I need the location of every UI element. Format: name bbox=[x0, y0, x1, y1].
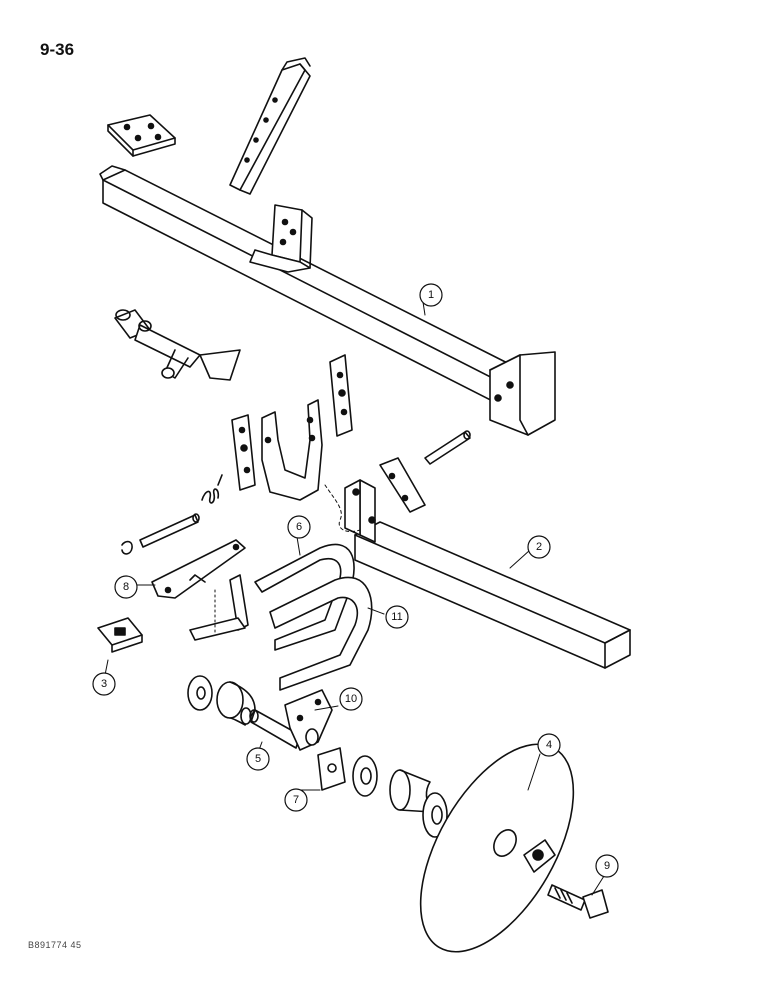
callout-7: 7 bbox=[284, 788, 308, 812]
callout-5: 5 bbox=[246, 747, 270, 771]
clamp-plate-left bbox=[231, 414, 256, 491]
callout-2: 2 bbox=[527, 535, 551, 559]
callout-label-3: 3 bbox=[101, 678, 107, 690]
pivot-pin bbox=[121, 513, 200, 555]
callout-label-7: 7 bbox=[293, 794, 299, 806]
carriage-bolt bbox=[547, 884, 609, 919]
callout-label-11: 11 bbox=[391, 611, 402, 623]
callout-1: 1 bbox=[419, 283, 443, 307]
callout-4: 4 bbox=[537, 733, 561, 757]
callout-label-1: 1 bbox=[428, 289, 434, 301]
beam-bracket bbox=[249, 204, 313, 273]
leader-lines bbox=[104, 301, 605, 896]
mounting-plate bbox=[107, 114, 176, 157]
page-number: 9-36 bbox=[40, 40, 75, 59]
callout-label-2: 2 bbox=[536, 541, 542, 553]
callout-8: 8 bbox=[114, 575, 138, 599]
spool-spacer bbox=[389, 769, 448, 838]
disc-blade bbox=[419, 743, 575, 953]
callout-label-6: 6 bbox=[296, 521, 302, 533]
callout-label-5: 5 bbox=[255, 753, 261, 765]
footer-code: B891774 45 bbox=[28, 940, 82, 950]
clevis-bracket bbox=[189, 574, 249, 641]
callout-6: 6 bbox=[287, 515, 311, 539]
callout-label-9: 9 bbox=[604, 860, 610, 872]
spacer-block bbox=[97, 617, 143, 653]
curved-shank-6 bbox=[254, 543, 355, 651]
callout-label-10: 10 bbox=[345, 693, 357, 705]
callout-label-4: 4 bbox=[546, 739, 552, 751]
callout-3: 3 bbox=[92, 672, 116, 696]
diagonal-brace bbox=[229, 57, 311, 195]
secondary-beam bbox=[344, 457, 631, 669]
crank-arm bbox=[114, 309, 241, 381]
bearing-bracket bbox=[284, 689, 333, 751]
mounting-bracket bbox=[151, 539, 246, 599]
clamp-plate-right bbox=[329, 354, 353, 437]
callout-9: 9 bbox=[595, 854, 619, 878]
callout-10: 10 bbox=[339, 687, 363, 711]
hub-spacer bbox=[352, 755, 378, 797]
washer bbox=[187, 675, 213, 711]
main-frame-beam bbox=[99, 165, 556, 436]
long-pin bbox=[424, 430, 471, 465]
bell-spacer bbox=[216, 681, 256, 726]
bearing-flange bbox=[317, 747, 346, 791]
curved-shank-11 bbox=[269, 576, 373, 691]
torsion-spring bbox=[201, 474, 223, 504]
callout-label-8: 8 bbox=[123, 581, 129, 593]
axle-shaft bbox=[249, 709, 301, 749]
u-bracket bbox=[261, 399, 323, 501]
callout-11: 11 bbox=[385, 605, 409, 629]
